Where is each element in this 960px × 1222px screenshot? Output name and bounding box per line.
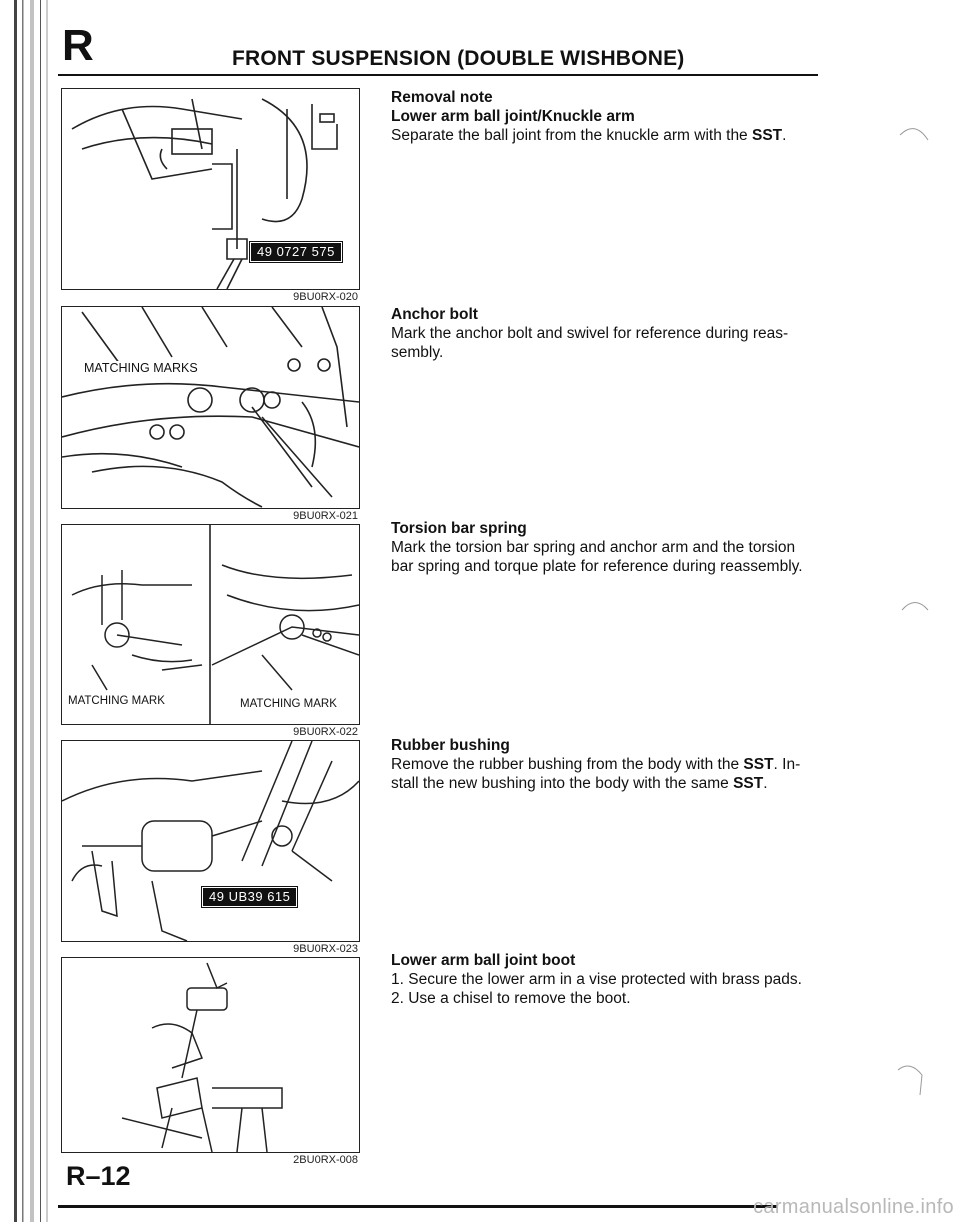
sst-emphasis: SST bbox=[752, 127, 783, 144]
body-line: stall the new bushing into the body with… bbox=[391, 774, 819, 793]
section-heading: Anchor bolt bbox=[391, 306, 478, 323]
step-item: 1. Secure the lower arm in a vise protec… bbox=[391, 971, 802, 988]
sst-tool-number: 49 UB39 615 bbox=[200, 886, 299, 908]
section-ball-joint-boot: Lower arm ball joint boot 1. Secure the … bbox=[391, 951, 819, 1008]
anchor-bolt-illustration bbox=[62, 307, 359, 508]
torsion-bar-illustration bbox=[71, 525, 359, 724]
figure-code: 9BU0RX-021 bbox=[293, 510, 358, 522]
figure-ball-joint-puller: 49 0727 575 bbox=[61, 88, 360, 290]
ball-joint-boot-illustration bbox=[121, 962, 283, 1152]
body-line: Mark the torsion bar spring and anchor a… bbox=[391, 539, 796, 556]
binding-edge bbox=[14, 0, 48, 1222]
figure-ball-joint-boot bbox=[61, 957, 360, 1153]
section-removal-note: Removal note Lower arm ball joint/Knuckl… bbox=[391, 88, 819, 145]
watermark: carmanualsonline.info bbox=[753, 1196, 954, 1218]
section-heading: Lower arm ball joint boot bbox=[391, 952, 576, 969]
section-anchor-bolt: Anchor bolt Mark the anchor bolt and swi… bbox=[391, 305, 819, 362]
sst-tool-number: 49 0727 575 bbox=[249, 241, 343, 263]
body-text: stall the new bushing into the body with… bbox=[391, 775, 734, 792]
body-text: . bbox=[782, 127, 787, 144]
section-subheading: Lower arm ball joint/Knuckle arm bbox=[391, 108, 635, 125]
body-text: . In- bbox=[773, 756, 801, 773]
ball-joint-puller-illustration bbox=[71, 98, 338, 289]
figure-anchor-bolt: MATCHING MARKS bbox=[61, 306, 360, 509]
figure-code: 9BU0RX-023 bbox=[293, 943, 358, 955]
section-body: Separate the ball joint from the knuckle… bbox=[391, 126, 819, 145]
footer-divider bbox=[58, 1205, 778, 1208]
figure-code: 9BU0RX-020 bbox=[293, 291, 358, 303]
margin-scan-marks bbox=[897, 128, 929, 1096]
section-heading: Torsion bar spring bbox=[391, 520, 527, 537]
matching-marks-callout: MATCHING MARKS bbox=[82, 361, 200, 375]
section-letter: R bbox=[62, 21, 94, 70]
section-heading: Removal note bbox=[391, 89, 493, 106]
sst-emphasis: SST bbox=[733, 775, 764, 792]
page-number: R–12 bbox=[66, 1161, 131, 1191]
body-text: . bbox=[763, 775, 768, 792]
body-line: Mark the anchor bolt and swivel for refe… bbox=[391, 325, 789, 342]
body-line: bar spring and torque plate for referenc… bbox=[391, 558, 803, 575]
body-text: Separate the ball joint from the knuckle… bbox=[391, 127, 752, 144]
section-torsion-bar: Torsion bar spring Mark the torsion bar … bbox=[391, 519, 819, 576]
figure-torsion-bar: MATCHING MARK MATCHING MARK bbox=[61, 524, 360, 725]
body-text: Remove the rubber bushing from the body … bbox=[391, 756, 744, 773]
section-rubber-bushing: Rubber bushing Remove the rubber bushing… bbox=[391, 736, 819, 793]
figure-code: 9BU0RX-022 bbox=[293, 726, 358, 738]
header-divider bbox=[58, 74, 818, 76]
body-line: Remove the rubber bushing from the body … bbox=[391, 755, 819, 774]
figure-rubber-bushing: 49 UB39 615 bbox=[61, 740, 360, 942]
matching-mark-callout-right: MATCHING MARK bbox=[238, 698, 339, 710]
figure-code: 2BU0RX-008 bbox=[293, 1154, 358, 1166]
sst-emphasis: SST bbox=[743, 756, 774, 773]
section-heading: Rubber bushing bbox=[391, 737, 510, 754]
page-title: FRONT SUSPENSION (DOUBLE WISHBONE) bbox=[232, 47, 685, 70]
body-line: sembly. bbox=[391, 344, 444, 361]
step-item: 2. Use a chisel to remove the boot. bbox=[391, 990, 631, 1007]
matching-mark-callout-left: MATCHING MARK bbox=[66, 695, 167, 707]
rubber-bushing-illustration bbox=[62, 741, 359, 941]
